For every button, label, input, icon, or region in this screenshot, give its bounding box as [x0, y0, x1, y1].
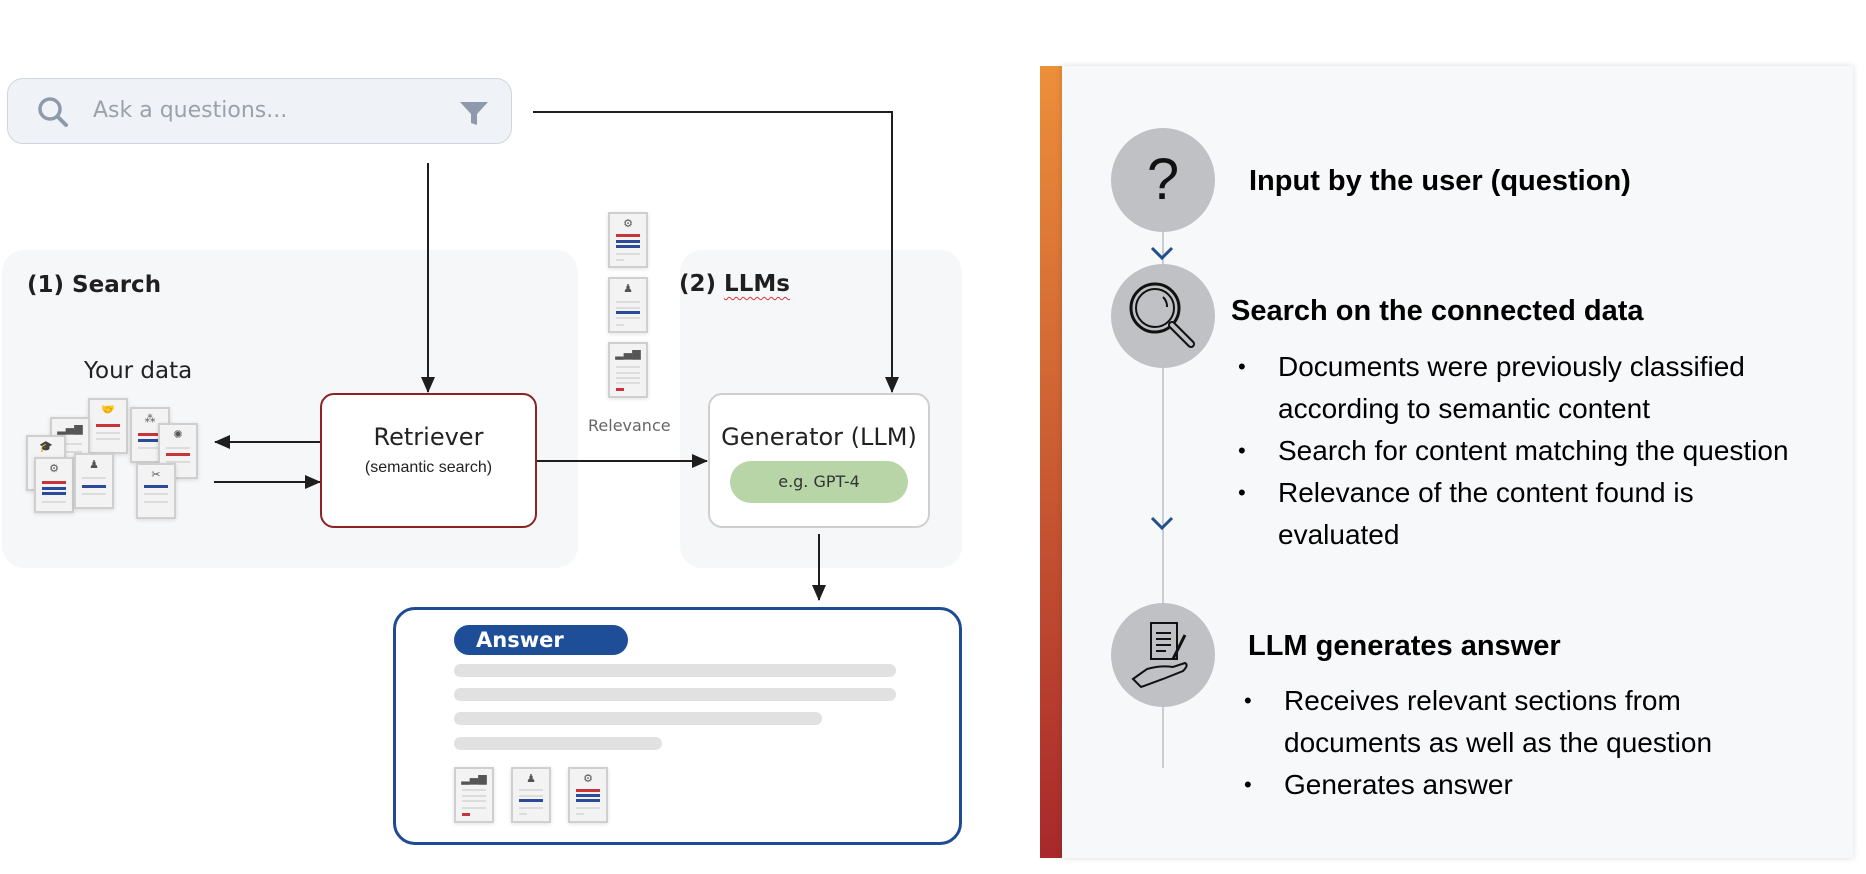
step-3-icon-circle — [1111, 603, 1215, 707]
step-2-icon-circle — [1111, 264, 1215, 368]
question-search-bar[interactable]: Ask a questions... — [7, 78, 512, 144]
llm-stage-word: LLMs — [724, 271, 790, 297]
team-hierarchy-icon: ♟ — [89, 458, 99, 471]
search-icon[interactable] — [36, 95, 70, 129]
answer-badge: Answer — [454, 625, 628, 655]
generator-title: Generator (LLM) — [721, 423, 917, 451]
data-document: ✺ — [158, 423, 198, 479]
hand-document-pen-icon — [1131, 622, 1188, 689]
step-2-bullet: Relevance of the content found is evalua… — [1238, 472, 1808, 556]
network-icon: ⁂ — [144, 412, 156, 425]
team-hierarchy-icon: ♟ — [526, 772, 536, 785]
relevant-document: ⚙ — [608, 212, 648, 268]
relevant-document: ♟ — [608, 277, 648, 333]
flow-arrows — [214, 111, 899, 601]
your-data-label: Your data — [84, 358, 193, 384]
data-document: ♟ — [74, 453, 114, 509]
retriever-box: Retriever (semantic search) — [320, 393, 537, 528]
atom-icon: ✺ — [173, 428, 183, 441]
gears-icon: ⚙ — [583, 772, 593, 785]
gears-icon: ⚙ — [623, 217, 633, 230]
timeline-line — [1162, 706, 1164, 768]
answer-card: Answer ▂▄▆ ♟ ⚙ — [393, 607, 962, 845]
graduation-icon: 🎓 — [39, 440, 53, 453]
data-document: ⚙ — [34, 457, 74, 513]
filter-icon[interactable] — [458, 97, 490, 129]
generator-box: Generator (LLM) e.g. GPT-4 — [708, 393, 930, 528]
retriever-title: Retriever — [373, 423, 484, 451]
accent-bar — [1040, 66, 1062, 858]
data-documents-cluster: 🤝 ▂▄▆ ⁂ ✺ 🎓 ⚙ ♟ ✂ — [22, 393, 207, 528]
step-2-bullet: Documents were previously classified acc… — [1238, 346, 1808, 430]
source-document[interactable]: ⚙ — [568, 767, 608, 823]
model-example-pill: e.g. GPT-4 — [730, 461, 908, 503]
step-3-bullets: Receives relevant sections from document… — [1244, 680, 1814, 806]
growth-chart-icon: ▂▄▆ — [461, 772, 487, 785]
step-1-icon-circle: ? — [1111, 128, 1215, 232]
answer-text-placeholder — [454, 664, 896, 677]
chevron-down-icon — [1150, 246, 1174, 260]
source-document[interactable]: ▂▄▆ — [454, 767, 494, 823]
growth-chart-icon: ▂▄▆ — [615, 347, 641, 360]
data-document: ✂ — [136, 463, 176, 519]
source-document[interactable]: ♟ — [511, 767, 551, 823]
step-3-bullet: Generates answer — [1244, 764, 1814, 806]
step-2-title: Search on the connected data — [1231, 295, 1644, 327]
answer-text-placeholder — [454, 688, 896, 701]
timeline-line — [1162, 230, 1164, 268]
growth-chart-icon: ▂▄▆ — [57, 422, 83, 435]
chevron-down-icon — [1150, 516, 1174, 530]
search-placeholder[interactable]: Ask a questions... — [93, 98, 288, 123]
answer-text-placeholder — [454, 712, 822, 725]
relevant-document: ▂▄▆ — [608, 342, 648, 398]
llm-stage-title: (2) LLMs — [679, 271, 790, 297]
step-1-title: Input by the user (question) — [1249, 165, 1631, 197]
gears-icon: ⚙ — [49, 462, 59, 475]
tools-icon: ✂ — [151, 468, 161, 481]
relevance-label: Relevance — [588, 416, 671, 435]
handshake-icon: 🤝 — [101, 403, 115, 416]
timeline-line — [1162, 368, 1164, 608]
team-hierarchy-icon: ♟ — [623, 282, 633, 295]
answer-text-placeholder — [454, 737, 662, 750]
search-stage-title: (1) Search — [27, 272, 162, 298]
question-mark-icon: ? — [1146, 147, 1180, 212]
llm-stage-number: (2) — [679, 271, 717, 297]
step-2-bullets: Documents were previously classified acc… — [1238, 346, 1808, 556]
magnifier-icon — [1129, 282, 1195, 348]
step-2-bullet: Search for content matching the question — [1238, 430, 1808, 472]
step-3-title: LLM generates answer — [1248, 630, 1561, 662]
step-3-bullet: Receives relevant sections from document… — [1244, 680, 1814, 764]
arrow-search-to-generator — [533, 111, 899, 393]
retriever-subtitle: (semantic search) — [364, 459, 493, 476]
